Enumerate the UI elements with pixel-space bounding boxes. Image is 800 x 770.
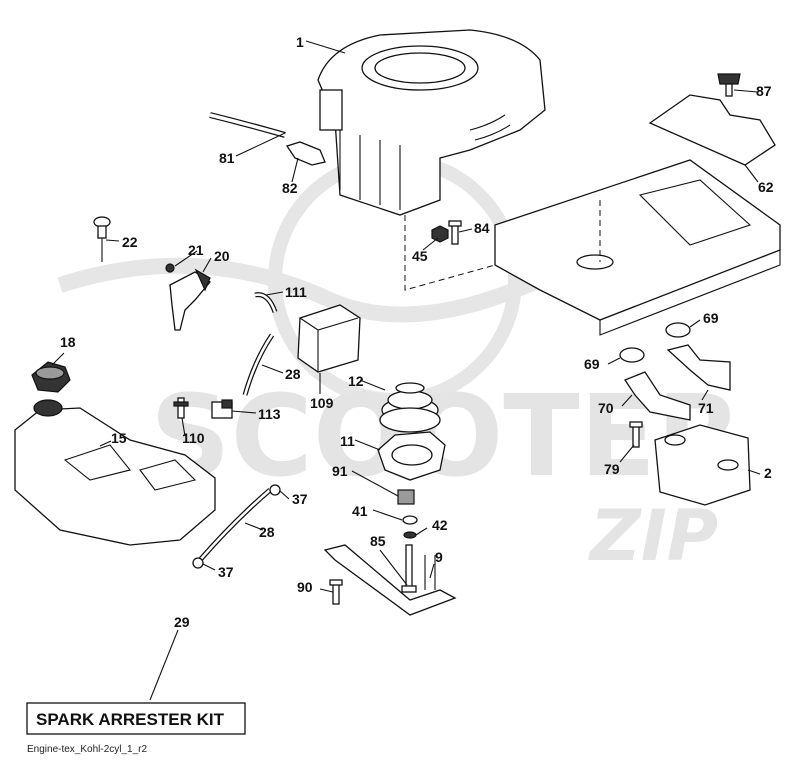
clutch-11 <box>377 431 446 481</box>
fuel-filter-82 <box>285 141 326 166</box>
diagram-footer: Engine-tex_Kohl-2cyl_1_r2 <box>27 744 148 755</box>
label-45: 45 <box>412 248 428 264</box>
fuel-line-81 <box>209 112 286 138</box>
label-21: 21 <box>188 242 204 258</box>
exhaust-pipe-71 <box>666 344 731 391</box>
bracket-9 <box>323 544 457 616</box>
label-85: 85 <box>370 533 386 549</box>
label-109: 109 <box>310 395 334 411</box>
gasket-69-left <box>619 347 645 363</box>
label-70: 70 <box>598 400 614 416</box>
label-81: 81 <box>219 150 235 166</box>
bolt-85 <box>401 544 417 593</box>
label-11: 11 <box>340 433 355 449</box>
knob-87 <box>717 73 741 97</box>
label-18: 18 <box>60 334 76 350</box>
label-84: 84 <box>474 220 490 236</box>
hose-28 <box>242 333 275 396</box>
exhaust-pipe-70 <box>624 371 691 421</box>
frame <box>404 159 781 336</box>
air-filter-109 <box>297 304 361 373</box>
washer-42 <box>403 531 417 539</box>
label-22: 22 <box>122 234 138 250</box>
shutoff-113 <box>211 399 233 419</box>
heat-shield-62 <box>648 94 776 166</box>
spacer-91 <box>397 489 415 505</box>
fitting-110 <box>173 397 189 419</box>
clamp-37-top <box>269 484 281 496</box>
dipstick-22 <box>93 216 111 262</box>
bolt-90 <box>329 579 343 605</box>
label-15: 15 <box>111 430 127 446</box>
hose-111 <box>254 292 278 313</box>
label-29: 29 <box>174 614 190 630</box>
spark-arrester-kit-label: SPARK ARRESTER KIT <box>36 710 225 729</box>
nut-45 <box>431 225 449 243</box>
label-28-upper: 28 <box>285 366 301 382</box>
label-71: 71 <box>698 400 714 416</box>
gasket-69-right <box>665 322 691 338</box>
leader-lines <box>51 40 761 701</box>
watermark-brand: ZIP <box>588 495 718 577</box>
label-69-right: 69 <box>703 310 719 326</box>
fuel-tank-15 <box>14 399 216 546</box>
label-111: 111 <box>285 284 307 300</box>
label-42: 42 <box>432 517 448 533</box>
muffler-2 <box>654 424 751 506</box>
engine <box>317 29 546 216</box>
label-69-left: 69 <box>584 356 600 372</box>
label-12: 12 <box>348 373 364 389</box>
label-20: 20 <box>214 248 230 264</box>
bolt-79 <box>629 421 643 448</box>
label-37-lower: 37 <box>218 564 234 580</box>
bolt-84 <box>448 220 462 245</box>
label-87: 87 <box>756 83 772 99</box>
label-28-lower: 28 <box>259 524 275 540</box>
washer-41 <box>402 515 418 525</box>
label-110: 110 <box>182 430 205 446</box>
label-2: 2 <box>764 465 772 481</box>
label-37-upper: 37 <box>292 491 308 507</box>
pulley-12 <box>379 382 441 433</box>
label-9: 9 <box>435 549 443 565</box>
label-41: 41 <box>352 503 368 519</box>
part-labels: 1 81 82 45 84 87 62 22 21 20 111 28 109 … <box>60 34 774 630</box>
fuel-line-28-lower <box>198 488 272 562</box>
label-82: 82 <box>282 180 298 196</box>
throttle-bracket <box>165 263 211 331</box>
fuel-cap-18 <box>31 361 71 393</box>
spark-arrester-kit-box: SPARK ARRESTER KIT <box>26 702 246 735</box>
clamp-37-bottom <box>192 557 204 569</box>
label-1: 1 <box>296 34 304 50</box>
label-90: 90 <box>297 579 313 595</box>
label-91: 91 <box>332 463 348 479</box>
label-79: 79 <box>604 461 620 477</box>
label-62: 62 <box>758 179 774 195</box>
label-113: 113 <box>258 406 281 422</box>
